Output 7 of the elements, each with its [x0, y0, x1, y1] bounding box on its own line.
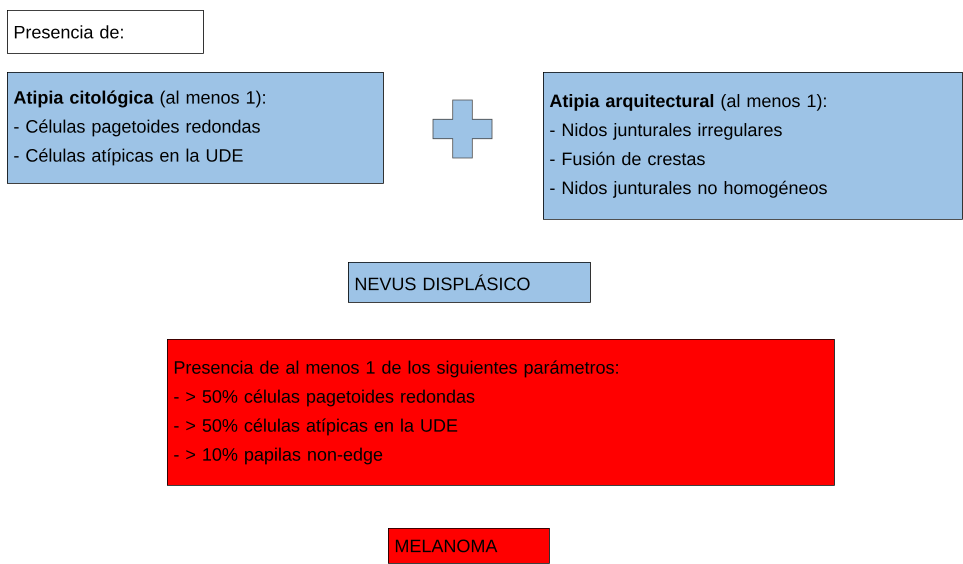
plus-icon: [432, 100, 492, 158]
criteria-box: Atipia arquitectural (al menos 1): - Nidos junturales irregulares - Fusión de crestas - Nidos junturales no homogéneos: [543, 72, 963, 220]
result-box: NEVUS DISPLÁSICO: [348, 262, 591, 303]
result-box: MELANOMA: [388, 528, 550, 564]
text-box: Presencia de:: [7, 10, 204, 54]
criteria-box: Presencia de al menos 1 de los siguientes parámetros: - > 50% células pagetoides redondas - > 50% células atípicas en la UDE - > 10% papilas non-edge: [167, 339, 835, 486]
criteria-box: Atipia citológica (al menos 1): - Células pagetoides redondas - Células atípicas en la UDE: [7, 72, 384, 184]
